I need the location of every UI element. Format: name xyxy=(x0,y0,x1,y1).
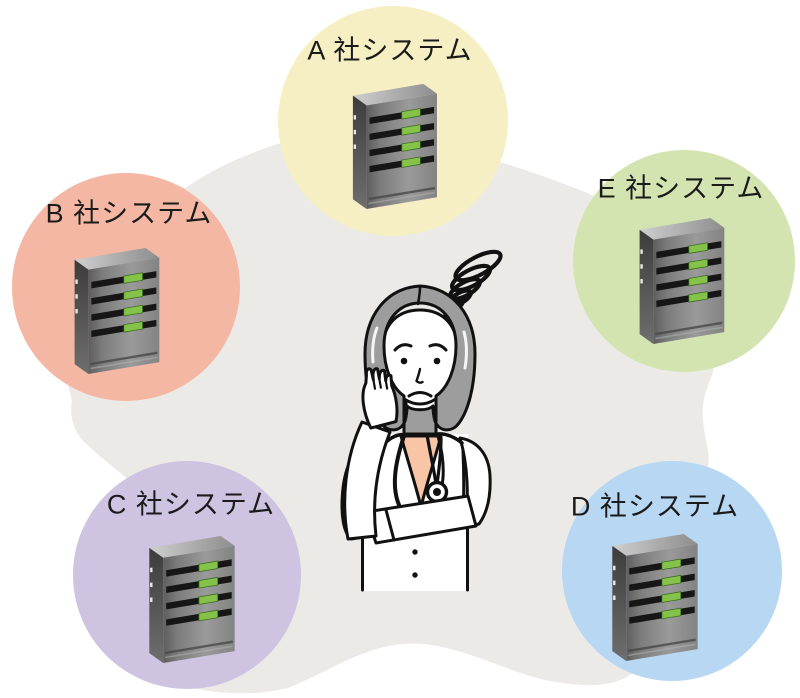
server-tower-icon-e xyxy=(639,217,725,344)
server-tower-icon-c xyxy=(148,535,236,663)
label-company-a: A 社システム xyxy=(307,35,473,66)
coat-button xyxy=(412,572,418,578)
label-company-e: E 社システム xyxy=(597,173,765,204)
woman-facial-features xyxy=(393,343,448,398)
label-company-c: C 社システム xyxy=(106,489,276,520)
server-tower-icon-d xyxy=(611,533,699,661)
server-tower-icon-a xyxy=(352,83,438,209)
coat-button xyxy=(412,549,418,555)
stethoscope-icon xyxy=(425,433,449,504)
woman-hand xyxy=(361,367,399,430)
label-company-b: B 社システム xyxy=(45,198,213,229)
server-tower-icon-b xyxy=(74,247,160,374)
label-company-d: D 社システム xyxy=(570,491,740,522)
confused-woman-icon xyxy=(340,249,503,592)
